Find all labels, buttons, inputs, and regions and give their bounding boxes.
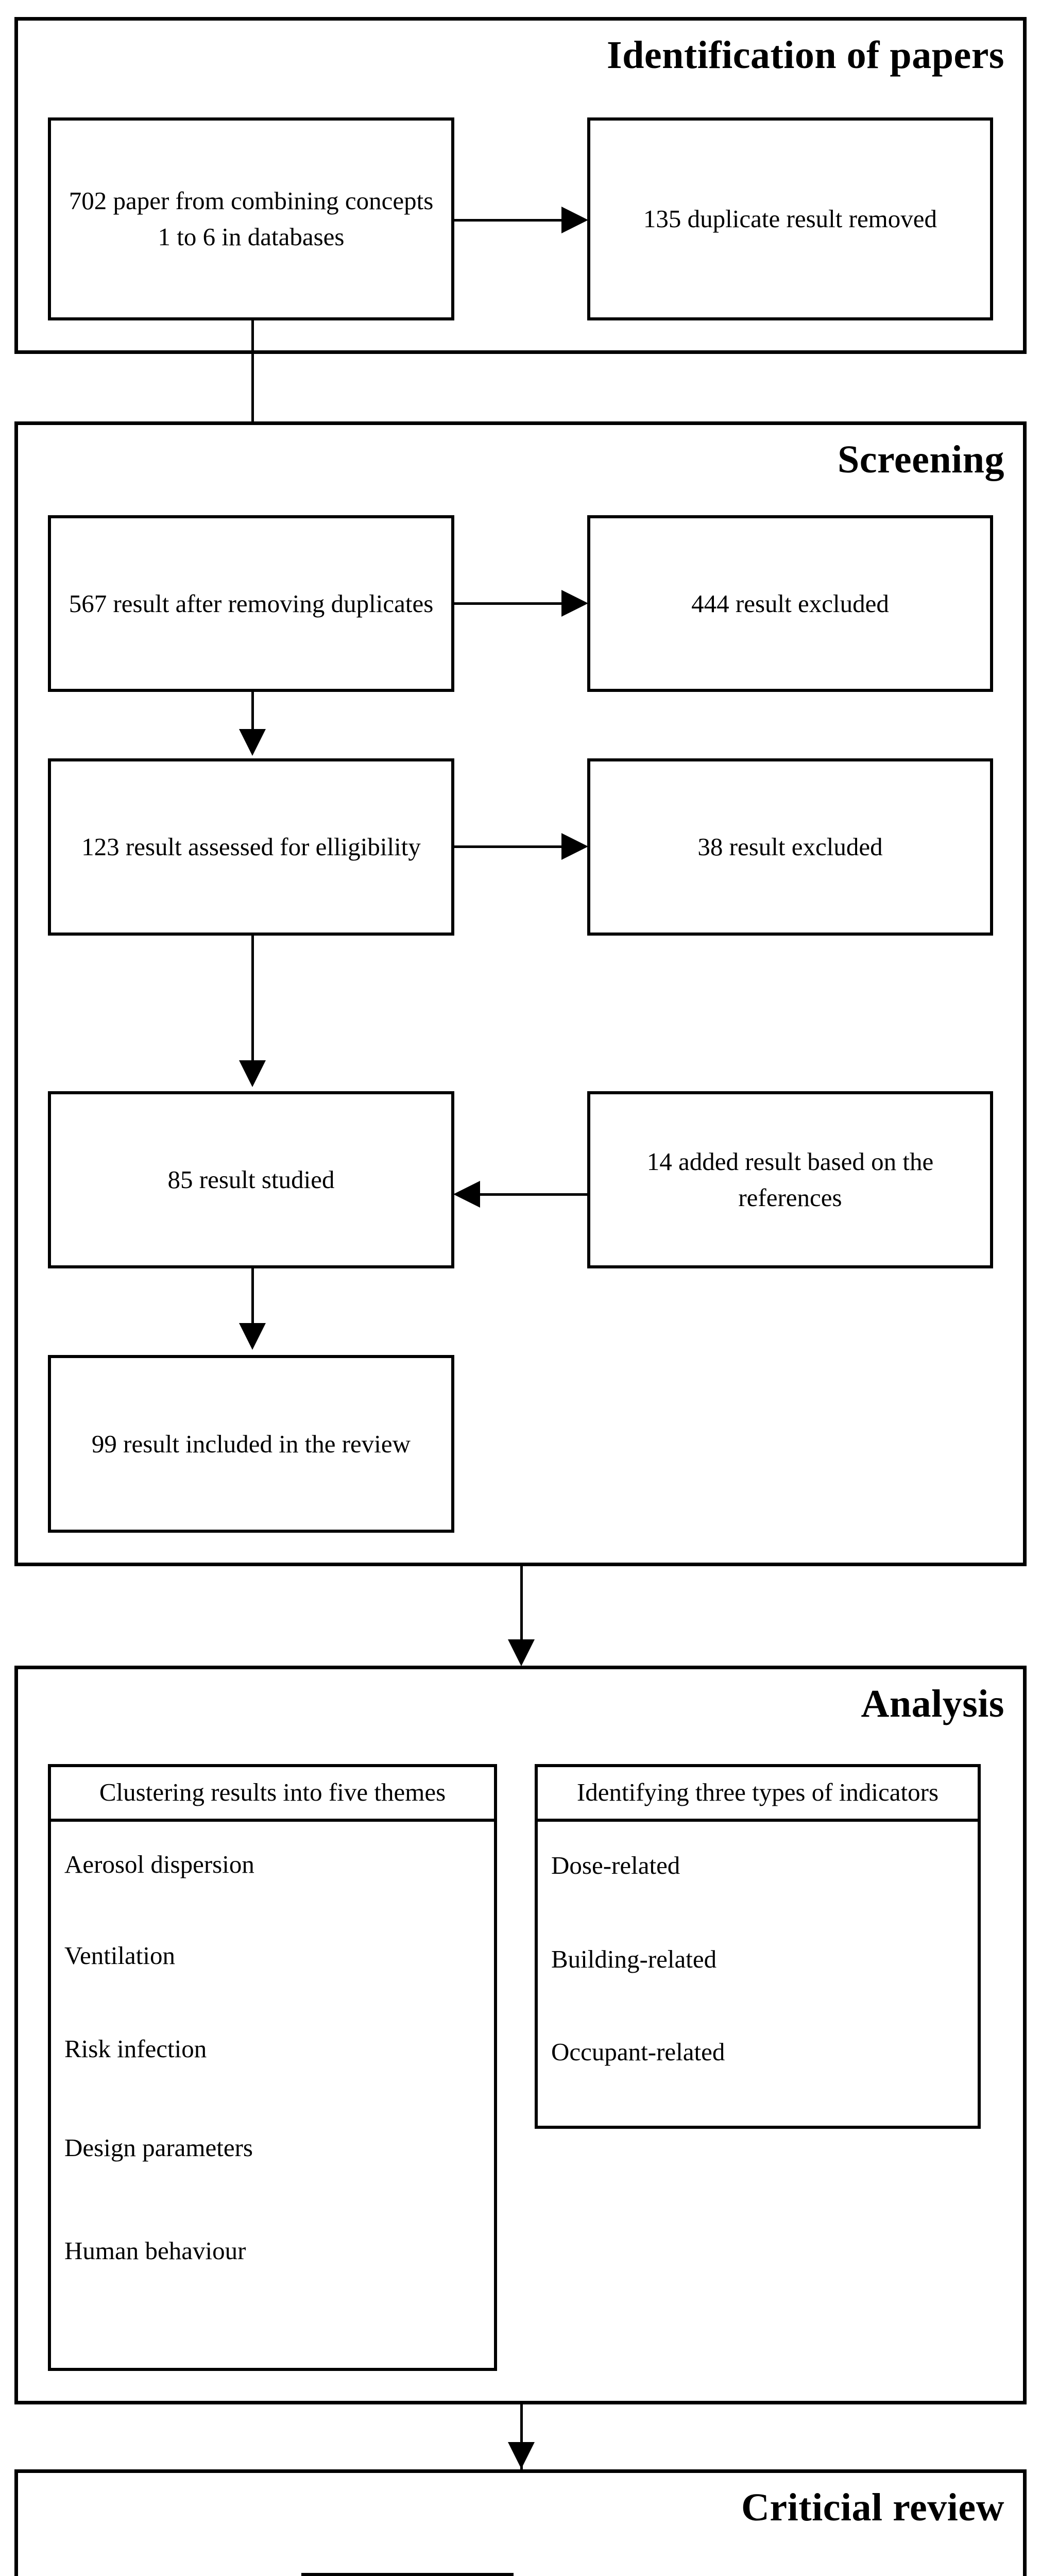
list-item-theme-5: Human behaviour [64, 2236, 246, 2265]
connector-added14-to-studied85-arrowhead [453, 1181, 480, 1208]
listbox-indicators: Identifying three types of indicators Do… [535, 1764, 981, 2129]
node-identifying-gaps: Identifying gaps related to indicators a… [301, 2573, 514, 2576]
stage-identification-title: Identification of papers [607, 33, 1004, 77]
connector-screening-to-analysis-arrowhead [508, 1639, 535, 1666]
connector-studied85-to-included99-line [251, 1268, 254, 1325]
node-assessed-eligibility-text: 123 result assessed for elligibility [81, 833, 421, 861]
stage-critical-review-title: Criticial review [741, 2486, 1004, 2529]
node-added-14: 14 added result based on the references [587, 1091, 993, 1268]
node-excluded-444-text: 444 result excluded [691, 589, 889, 618]
connector-assessed-to-studied85-line [251, 936, 254, 1062]
list-item-theme-4: Design parameters [64, 2133, 253, 2162]
stage-critical-review: Criticial review [14, 2469, 1027, 2576]
connector-assessed-to-excluded38-arrowhead [561, 833, 588, 860]
connector-papers-to-duplicates-arrowhead [561, 207, 588, 233]
list-item-theme-2: Ventilation [64, 1941, 176, 1970]
connector-assessed-to-studied85-arrowhead [239, 1060, 266, 1087]
stage-screening-title: Screening [838, 438, 1004, 481]
node-duplicates-removed-text: 135 duplicate result removed [643, 205, 937, 233]
connector-studied85-to-included99-arrowhead [239, 1323, 266, 1350]
listbox-indicators-header: Identifying three types of indicators [538, 1767, 978, 1822]
connector-assessed-to-excluded38-line [454, 845, 562, 848]
listbox-themes-body: Aerosol dispersion Ventilation Risk infe… [51, 1822, 494, 2368]
list-item-theme-3: Risk infection [64, 2034, 207, 2063]
node-excluded-38: 38 result excluded [587, 758, 993, 936]
node-duplicates-removed: 135 duplicate result removed [587, 117, 993, 320]
connector-screening-to-analysis-line [520, 1566, 523, 1641]
list-item-indicator-1: Dose-related [551, 1851, 680, 1879]
listbox-indicators-body: Dose-related Building-related Occupant-r… [538, 1822, 978, 2126]
node-excluded-38-text: 38 result excluded [697, 833, 883, 861]
node-studied-85-text: 85 result studied [167, 1165, 335, 1194]
node-assessed-eligibility: 123 result assessed for elligibility [48, 758, 454, 936]
connector-added14-to-studied85-line [479, 1193, 588, 1196]
node-excluded-444: 444 result excluded [587, 515, 993, 692]
stage-analysis-title: Analysis [861, 1682, 1004, 1725]
node-included-99-text: 99 result included in the review [91, 1429, 411, 1458]
node-included-99: 99 result included in the review [48, 1355, 454, 1533]
listbox-themes: Clustering results into five themes Aero… [48, 1764, 497, 2371]
connector-papers-to-duplicates-line [454, 219, 562, 222]
connector-analysis-to-critical-review-line [520, 2404, 523, 2479]
node-papers-found-text: 702 paper from combining concepts 1 to 6… [69, 187, 434, 251]
node-added-14-text: 14 added result based on the references [646, 1147, 934, 1212]
connector-after-duplicates-to-excluded444-arrowhead [561, 590, 588, 617]
connector-after-duplicates-to-assessed-line [251, 692, 254, 731]
connector-analysis-to-critical-review-arrowhead [508, 2442, 535, 2469]
list-item-theme-1: Aerosol dispersion [64, 1850, 254, 1878]
node-after-duplicates-text: 567 result after removing duplicates [69, 589, 434, 618]
list-item-indicator-2: Building-related [551, 1944, 717, 1973]
node-studied-85: 85 result studied [48, 1091, 454, 1268]
listbox-themes-header: Clustering results into five themes [51, 1767, 494, 1822]
connector-after-duplicates-to-excluded444-line [454, 602, 562, 605]
connector-after-duplicates-to-assessed-arrowhead [239, 729, 266, 756]
node-after-duplicates: 567 result after removing duplicates [48, 515, 454, 692]
node-papers-found: 702 paper from combining concepts 1 to 6… [48, 117, 454, 320]
connector-papers-to-after-duplicates-line [251, 320, 254, 486]
list-item-indicator-3: Occupant-related [551, 2037, 725, 2066]
